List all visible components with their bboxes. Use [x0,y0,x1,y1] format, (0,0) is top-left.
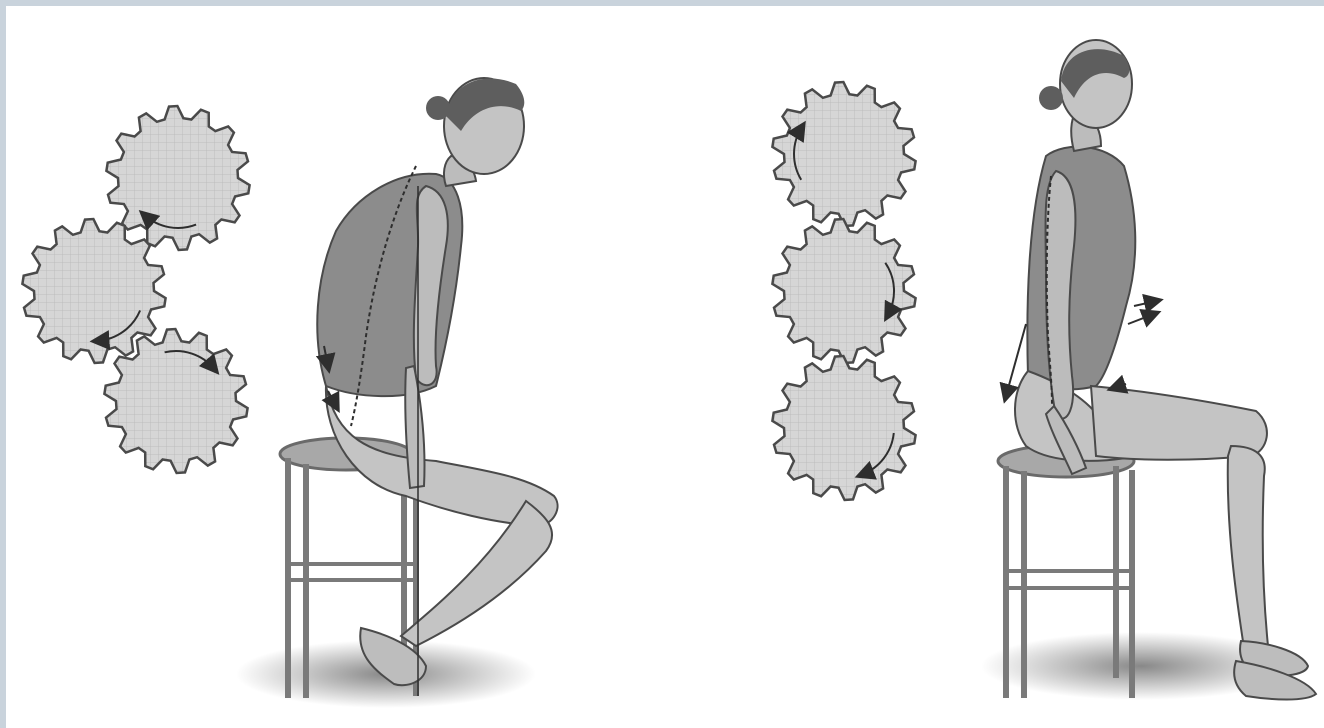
gear-icon [772,219,915,363]
gear-icon [772,356,915,500]
illustration-frame [6,6,1324,728]
gear-icon [772,82,915,226]
gear-icon [106,106,249,250]
posture-illustration [6,6,1324,728]
upright-figure [1006,40,1316,700]
panel-upright [772,40,1316,700]
panel-slouched [22,78,557,708]
slouched-figure [317,78,557,696]
gear-cluster-triangle [22,106,249,473]
gear-stack-vertical [772,82,915,500]
